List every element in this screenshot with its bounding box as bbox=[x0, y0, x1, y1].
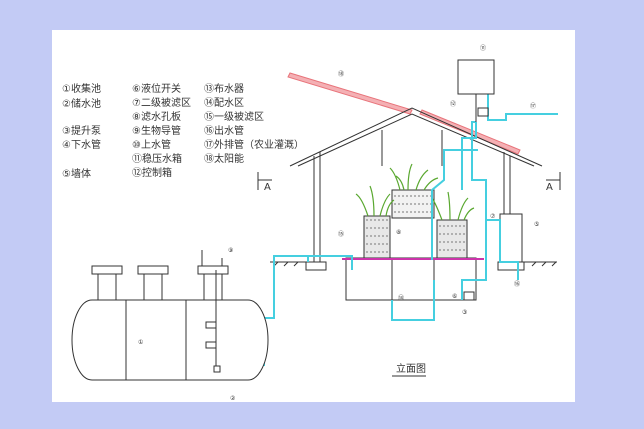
treatment-tank bbox=[345, 189, 477, 301]
legend-item-8: ⑧滤水孔板 bbox=[132, 110, 181, 123]
legend: ①收集池 ②储水池 ③提升泵 ④下水管 ⑤墙体 ⑥液位开关 ⑦二级被滤区 ⑧滤水… bbox=[62, 82, 304, 180]
legend-item-18: ⑱太阳能 bbox=[204, 152, 244, 165]
callouts: ① ⑱ ⑪ ⑰ ⑫ ⑮ ⑧ ⑭ ⑥ ⑦ ⑤ ⑯ ③ ⑨ ② bbox=[138, 44, 539, 402]
legend-item-7: ⑦二级被滤区 bbox=[132, 96, 191, 109]
section-mark-right: A bbox=[546, 182, 553, 193]
callout-18: ⑱ bbox=[338, 70, 344, 78]
drawing-sheet: ①收集池 ②储水池 ③提升泵 ④下水管 ⑤墙体 ⑥液位开关 ⑦二级被滤区 ⑧滤水… bbox=[52, 30, 575, 402]
underground-tank bbox=[71, 250, 269, 381]
callout-8: ⑧ bbox=[396, 229, 401, 236]
plants bbox=[355, 163, 475, 221]
legend-item-2: ②储水池 bbox=[62, 97, 101, 110]
callout-7: ⑦ bbox=[490, 213, 496, 220]
legend-item-5: ⑤墙体 bbox=[62, 167, 91, 180]
section-marks bbox=[257, 172, 561, 190]
roof-panel-left bbox=[287, 72, 413, 115]
greenhouse-building bbox=[270, 72, 557, 271]
water-pipes bbox=[263, 60, 558, 366]
header-tank bbox=[457, 59, 495, 122]
callout-14: ⑭ bbox=[398, 294, 404, 302]
callout-9: ⑨ bbox=[228, 247, 233, 254]
legend-item-15: ⑮一级被滤区 bbox=[204, 110, 264, 123]
legend-item-6: ⑥液位开关 bbox=[132, 82, 181, 95]
callout-3: ③ bbox=[462, 309, 467, 316]
legend-item-1: ①收集池 bbox=[62, 82, 101, 95]
drawing-caption: 立面图 bbox=[396, 362, 426, 375]
section-mark-left: A bbox=[264, 182, 271, 193]
elevation-drawing: ①收集池 ②储水池 ③提升泵 ④下水管 ⑤墙体 ⑥液位开关 ⑦二级被滤区 ⑧滤水… bbox=[62, 44, 561, 402]
legend-item-16: ⑯出水管 bbox=[204, 124, 244, 137]
legend-item-13: ⑬布水器 bbox=[204, 83, 244, 95]
callout-11: ⑪ bbox=[480, 44, 486, 52]
callout-1: ① bbox=[138, 339, 143, 346]
legend-item-3: ③提升泵 bbox=[62, 125, 101, 137]
legend-item-10: ⑩上水管 bbox=[132, 138, 171, 151]
legend-item-4: ④下水管 bbox=[62, 138, 101, 151]
callout-2: ② bbox=[230, 395, 236, 402]
callout-5: ⑤ bbox=[534, 221, 539, 228]
callout-17: ⑰ bbox=[530, 102, 536, 110]
roof-panel-right bbox=[419, 109, 521, 155]
legend-item-12: ⑫控制箱 bbox=[132, 166, 172, 179]
callout-12: ⑫ bbox=[450, 100, 456, 108]
callout-6: ⑥ bbox=[452, 293, 457, 300]
legend-item-14: ⑭配水区 bbox=[204, 97, 244, 109]
roof-frame bbox=[289, 107, 543, 167]
legend-item-9: ⑨生物导管 bbox=[132, 124, 181, 137]
callout-16: ⑯ bbox=[514, 280, 520, 288]
legend-item-11: ⑪稳压水箱 bbox=[132, 152, 182, 165]
callout-15: ⑮ bbox=[338, 230, 344, 238]
legend-item-17: ⑰外排管（农业灌溉） bbox=[204, 138, 304, 151]
